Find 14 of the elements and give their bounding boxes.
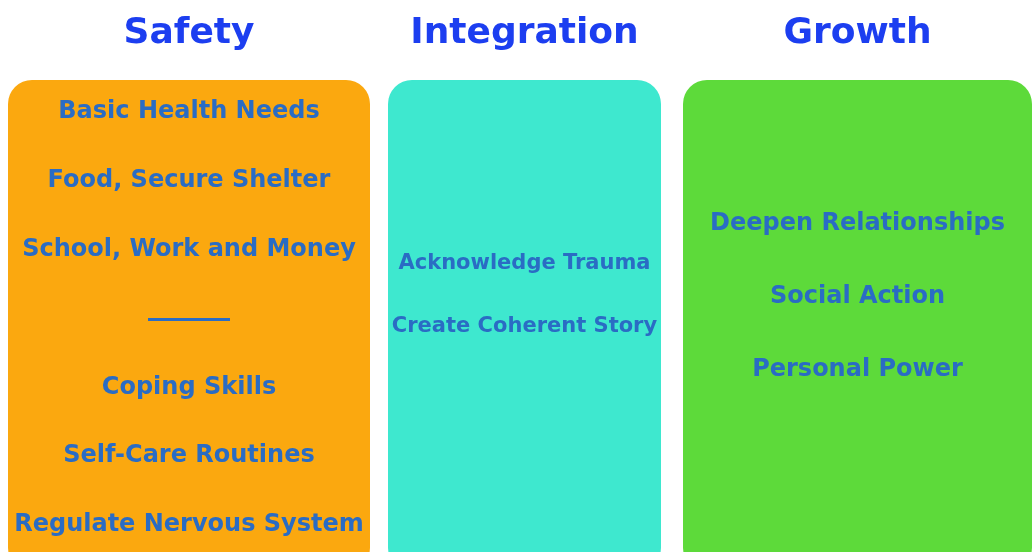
list-item: Basic Health Needs bbox=[58, 96, 320, 124]
list-item: School, Work and Money bbox=[22, 234, 356, 262]
list-item: Social Action bbox=[769, 281, 946, 309]
list-item: Create Coherent Story bbox=[391, 313, 658, 337]
list-item: Self-Care Routines bbox=[63, 440, 315, 468]
list-item: Coping Skills bbox=[101, 372, 277, 400]
column-heading: Safety bbox=[123, 10, 255, 51]
list-item: Acknowledge Trauma bbox=[398, 250, 651, 274]
list-item: Food, Secure Shelter bbox=[47, 165, 331, 193]
list-item: Personal Power bbox=[752, 354, 963, 382]
column-heading: Integration bbox=[410, 10, 639, 51]
column-heading: Growth bbox=[783, 10, 932, 51]
list-item: Regulate Nervous System bbox=[14, 509, 364, 537]
list-item: Deepen Relationships bbox=[710, 208, 1005, 236]
